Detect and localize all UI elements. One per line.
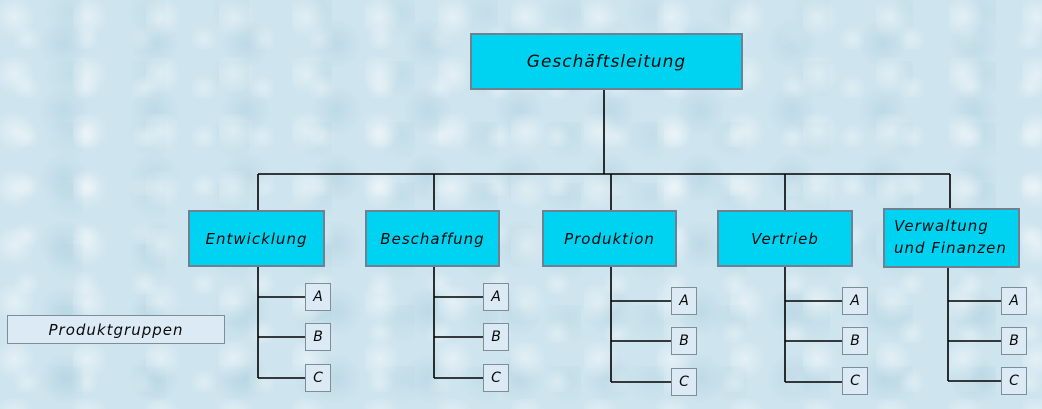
dept-box-beschaffung: Beschaffung — [365, 210, 500, 267]
dept-box-vertrieb: Vertrieb — [717, 210, 853, 267]
product-group-box-c: C — [671, 368, 697, 396]
root-box-geschaeftsleitung: Geschäftsleitung — [470, 33, 743, 90]
dept-box-entwicklung: Entwicklung — [188, 210, 325, 267]
dept-box-produktion: Produktion — [542, 210, 677, 267]
product-group-box-c: C — [842, 367, 868, 395]
product-group-box-c: C — [1001, 367, 1027, 395]
product-group-box-c: C — [483, 364, 509, 392]
product-groups-label: Produktgruppen — [7, 315, 225, 344]
product-group-box-a: A — [1001, 287, 1027, 315]
product-group-box-b: B — [305, 323, 331, 351]
product-group-box-a: A — [842, 287, 868, 315]
product-group-box-a: A — [483, 283, 509, 311]
product-group-box-c: C — [305, 364, 331, 392]
product-group-box-b: B — [671, 327, 697, 355]
product-group-box-b: B — [842, 327, 868, 355]
product-group-box-b: B — [1001, 327, 1027, 355]
product-group-box-a: A — [671, 287, 697, 315]
product-group-box-b: B — [483, 323, 509, 351]
dept-box-verwaltung-finanzen: Verwaltung und Finanzen — [883, 208, 1020, 268]
product-group-box-a: A — [305, 283, 331, 311]
